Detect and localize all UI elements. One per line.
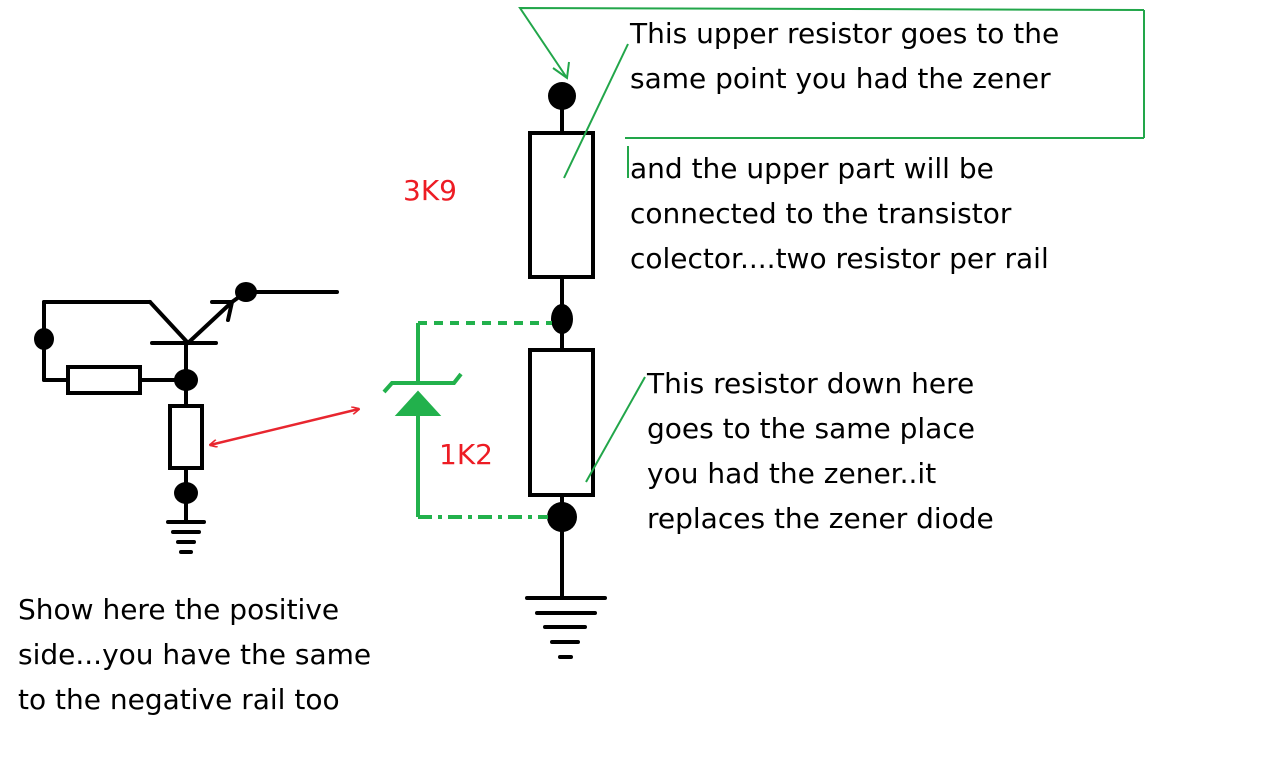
positive-side-note-line-3: to the negative rail too bbox=[18, 683, 340, 716]
upper-part-note-line-3: colector....two resistor per rail bbox=[630, 242, 1049, 275]
upper-resistor-note-line-1: This upper resistor goes to the bbox=[630, 17, 1060, 50]
upper-resistor bbox=[528, 131, 595, 279]
zener-cathode-bar bbox=[382, 372, 463, 394]
upper-resistor-value: 3K9 bbox=[403, 174, 457, 207]
upper-callout-arrowhead bbox=[552, 61, 570, 80]
zener-triangle bbox=[394, 390, 442, 416]
positive-side-note-line-2: side...you have the same bbox=[18, 638, 372, 671]
upper-part-note-line-1: and the upper part will be bbox=[630, 152, 994, 185]
positive-side-note-line-1: Show here the positive bbox=[18, 593, 340, 626]
transistor-stage bbox=[42, 290, 339, 554]
lower-resistor-note-line-3: you had the zener..it bbox=[647, 457, 937, 490]
bias-resistor bbox=[66, 365, 142, 395]
collector-loop-node bbox=[34, 328, 54, 350]
upper-resistor-pointer bbox=[563, 43, 629, 179]
middle-node bbox=[551, 304, 573, 334]
lower-resistor-pointer bbox=[585, 376, 646, 483]
callouts bbox=[518, 6, 1145, 483]
lower-resistor-note-line-2: goes to the same place bbox=[647, 412, 975, 445]
lower-resistor-note-line-1: This resistor down here bbox=[647, 367, 975, 400]
top-node bbox=[548, 82, 576, 110]
transistor-emitter-lead bbox=[186, 300, 234, 345]
emitter-resistor bbox=[168, 404, 204, 470]
lower-resistor bbox=[528, 348, 595, 497]
zener-diode bbox=[382, 321, 552, 519]
transistor-collector-lead bbox=[148, 300, 190, 345]
bottom-node bbox=[547, 502, 577, 532]
lower-resistor-note: This resistor down here goes to the same… bbox=[647, 361, 994, 541]
red-double-arrow bbox=[210, 409, 359, 445]
upper-callout-box bbox=[518, 6, 1145, 79]
upper-part-note: and the upper part will be connected to … bbox=[630, 146, 1049, 281]
lower-resistor-note-line-4: replaces the zener diode bbox=[647, 502, 994, 535]
lower-resistor-value: 1K2 bbox=[439, 438, 493, 471]
base-node bbox=[174, 369, 198, 391]
lower-left-node bbox=[174, 482, 198, 504]
positive-side-note: Show here the positive side...you have t… bbox=[18, 587, 371, 722]
upper-resistor-note: This upper resistor goes to the same poi… bbox=[630, 11, 1059, 101]
center-nodes bbox=[547, 82, 577, 532]
upper-resistor-note-line-2: same point you had the zener bbox=[630, 62, 1051, 95]
divider-stage bbox=[525, 94, 607, 659]
upper-part-note-line-2: connected to the transistor bbox=[630, 197, 1012, 230]
output-node bbox=[235, 282, 257, 302]
left-nodes bbox=[34, 282, 257, 504]
